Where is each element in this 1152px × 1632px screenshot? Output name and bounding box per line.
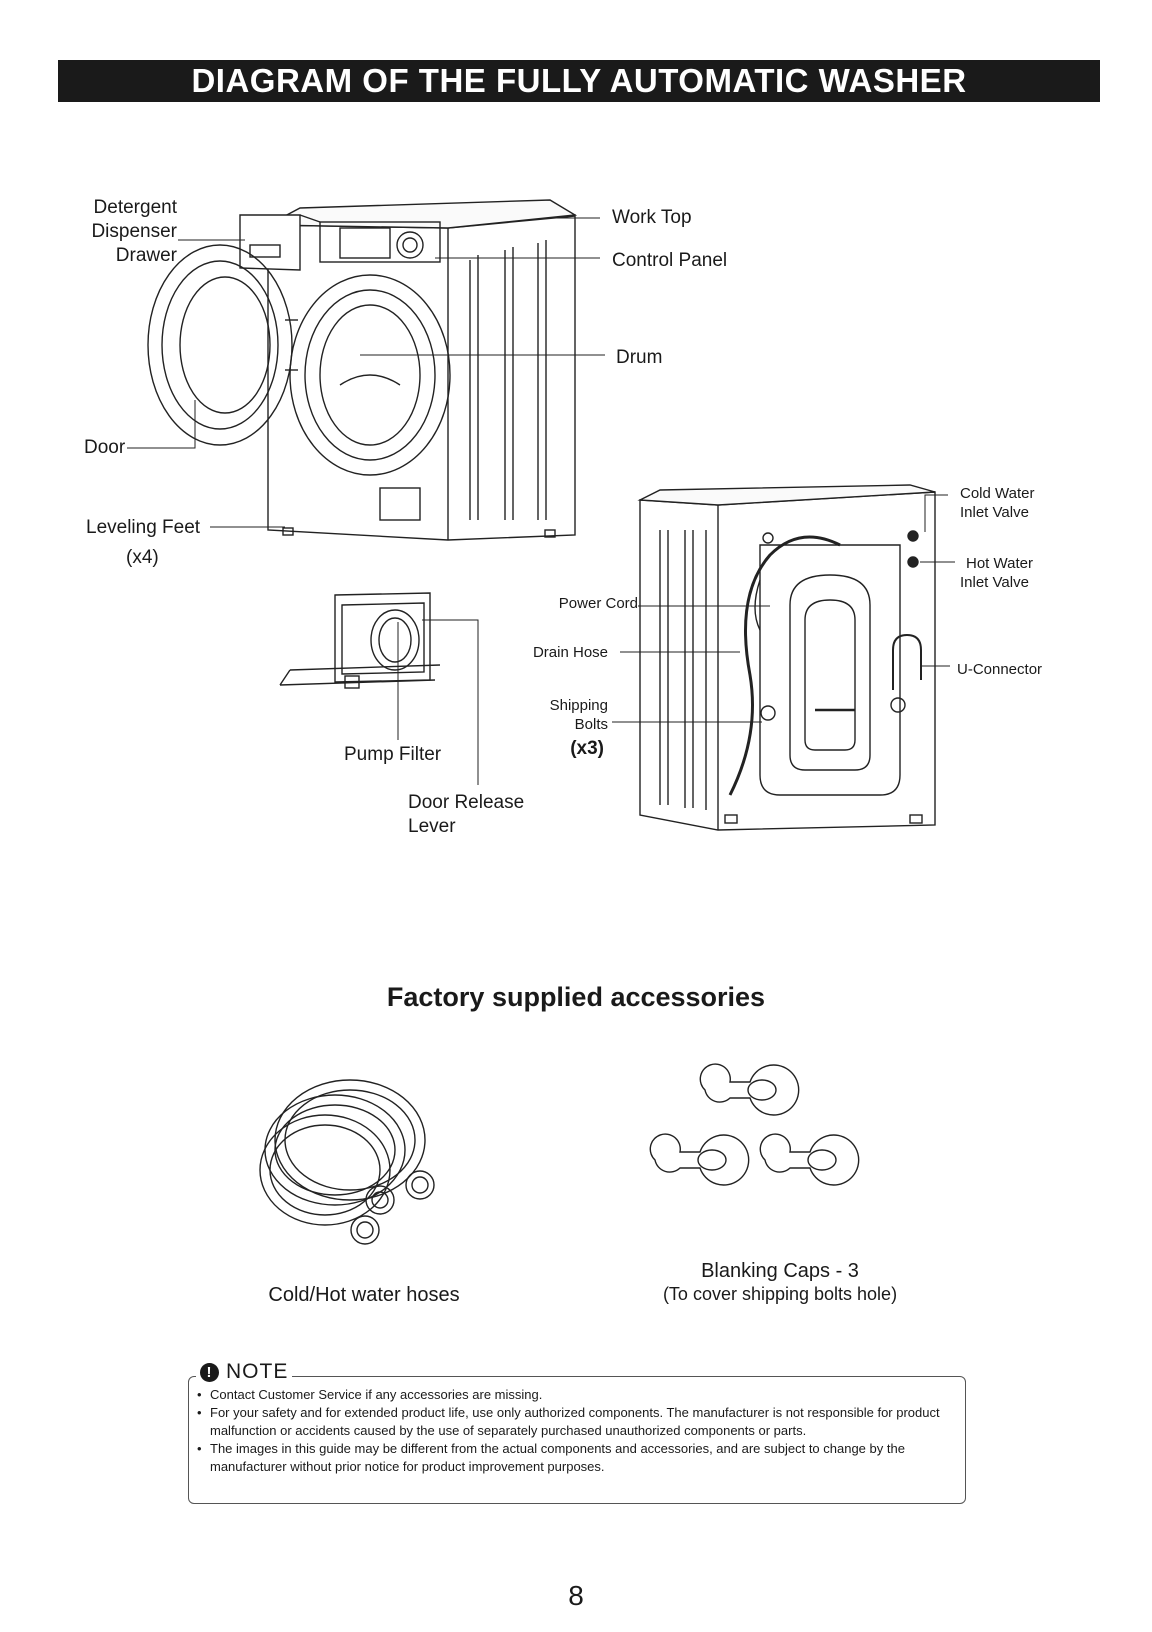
label-shipping-bolts-qty: (x3): [570, 738, 604, 759]
label-u-connector: U-Connector: [957, 661, 1043, 678]
exclamation-icon: !: [200, 1362, 219, 1382]
note-item: For your safety and for extended product…: [196, 1404, 956, 1440]
pump-filter-illustration: [279, 592, 479, 785]
label-drum: Drum: [616, 347, 663, 368]
label-leveling-feet-qty: (x4): [126, 547, 159, 568]
page-number: 8: [568, 1580, 584, 1611]
note-list: Contact Customer Service if any accessor…: [196, 1386, 956, 1476]
hoses-caption: Cold/Hot water hoses: [268, 1284, 460, 1306]
label-power-cord: Power Cord: [558, 595, 638, 612]
label-hot-water-line1: Hot Water: [966, 555, 1033, 572]
note-item: Contact Customer Service if any accessor…: [196, 1386, 956, 1404]
note-heading-text: NOTE: [226, 1360, 289, 1383]
rear-leader-lines: [612, 494, 955, 723]
accessories-title: Factory supplied accessories: [386, 982, 766, 1012]
label-door-release-line1: Door Release: [408, 792, 525, 813]
note-heading: ! NOTE: [196, 1360, 293, 1384]
label-door: Door: [84, 437, 126, 458]
front-washer-illustration: [147, 199, 578, 541]
note-item: The images in this guide may be differen…: [196, 1440, 956, 1476]
label-detergent-line3: Drawer: [115, 245, 177, 266]
label-shipping-bolts-line2: Bolts: [574, 716, 608, 733]
label-detergent-line1: Detergent: [93, 197, 177, 218]
label-cold-water-line2: Inlet Valve: [960, 504, 1029, 521]
page-title: DIAGRAM OF THE FULLY AUTOMATIC WASHER: [58, 60, 1100, 102]
label-hot-water-line2: Inlet Valve: [960, 574, 1029, 591]
label-control-panel: Control Panel: [612, 250, 728, 271]
note-box: [188, 1376, 966, 1504]
caps-subcaption: (To cover shipping bolts hole): [662, 1284, 898, 1304]
rear-washer-illustration: [637, 484, 936, 831]
label-work-top: Work Top: [612, 207, 692, 228]
hoses-illustration: [259, 1079, 435, 1245]
caps-caption: Blanking Caps - 3: [701, 1260, 859, 1282]
label-cold-water-line1: Cold Water: [960, 485, 1035, 502]
label-leveling-feet: Leveling Feet: [86, 517, 201, 538]
label-door-release-line2: Lever: [408, 816, 456, 837]
label-shipping-bolts-line1: Shipping: [549, 697, 608, 714]
label-drain-hose: Drain Hose: [532, 644, 608, 661]
label-pump-filter: Pump Filter: [344, 744, 442, 765]
front-leader-lines: [127, 217, 605, 528]
label-detergent-line2: Dispenser: [91, 221, 177, 242]
blanking-caps-illustration: [649, 1063, 860, 1186]
